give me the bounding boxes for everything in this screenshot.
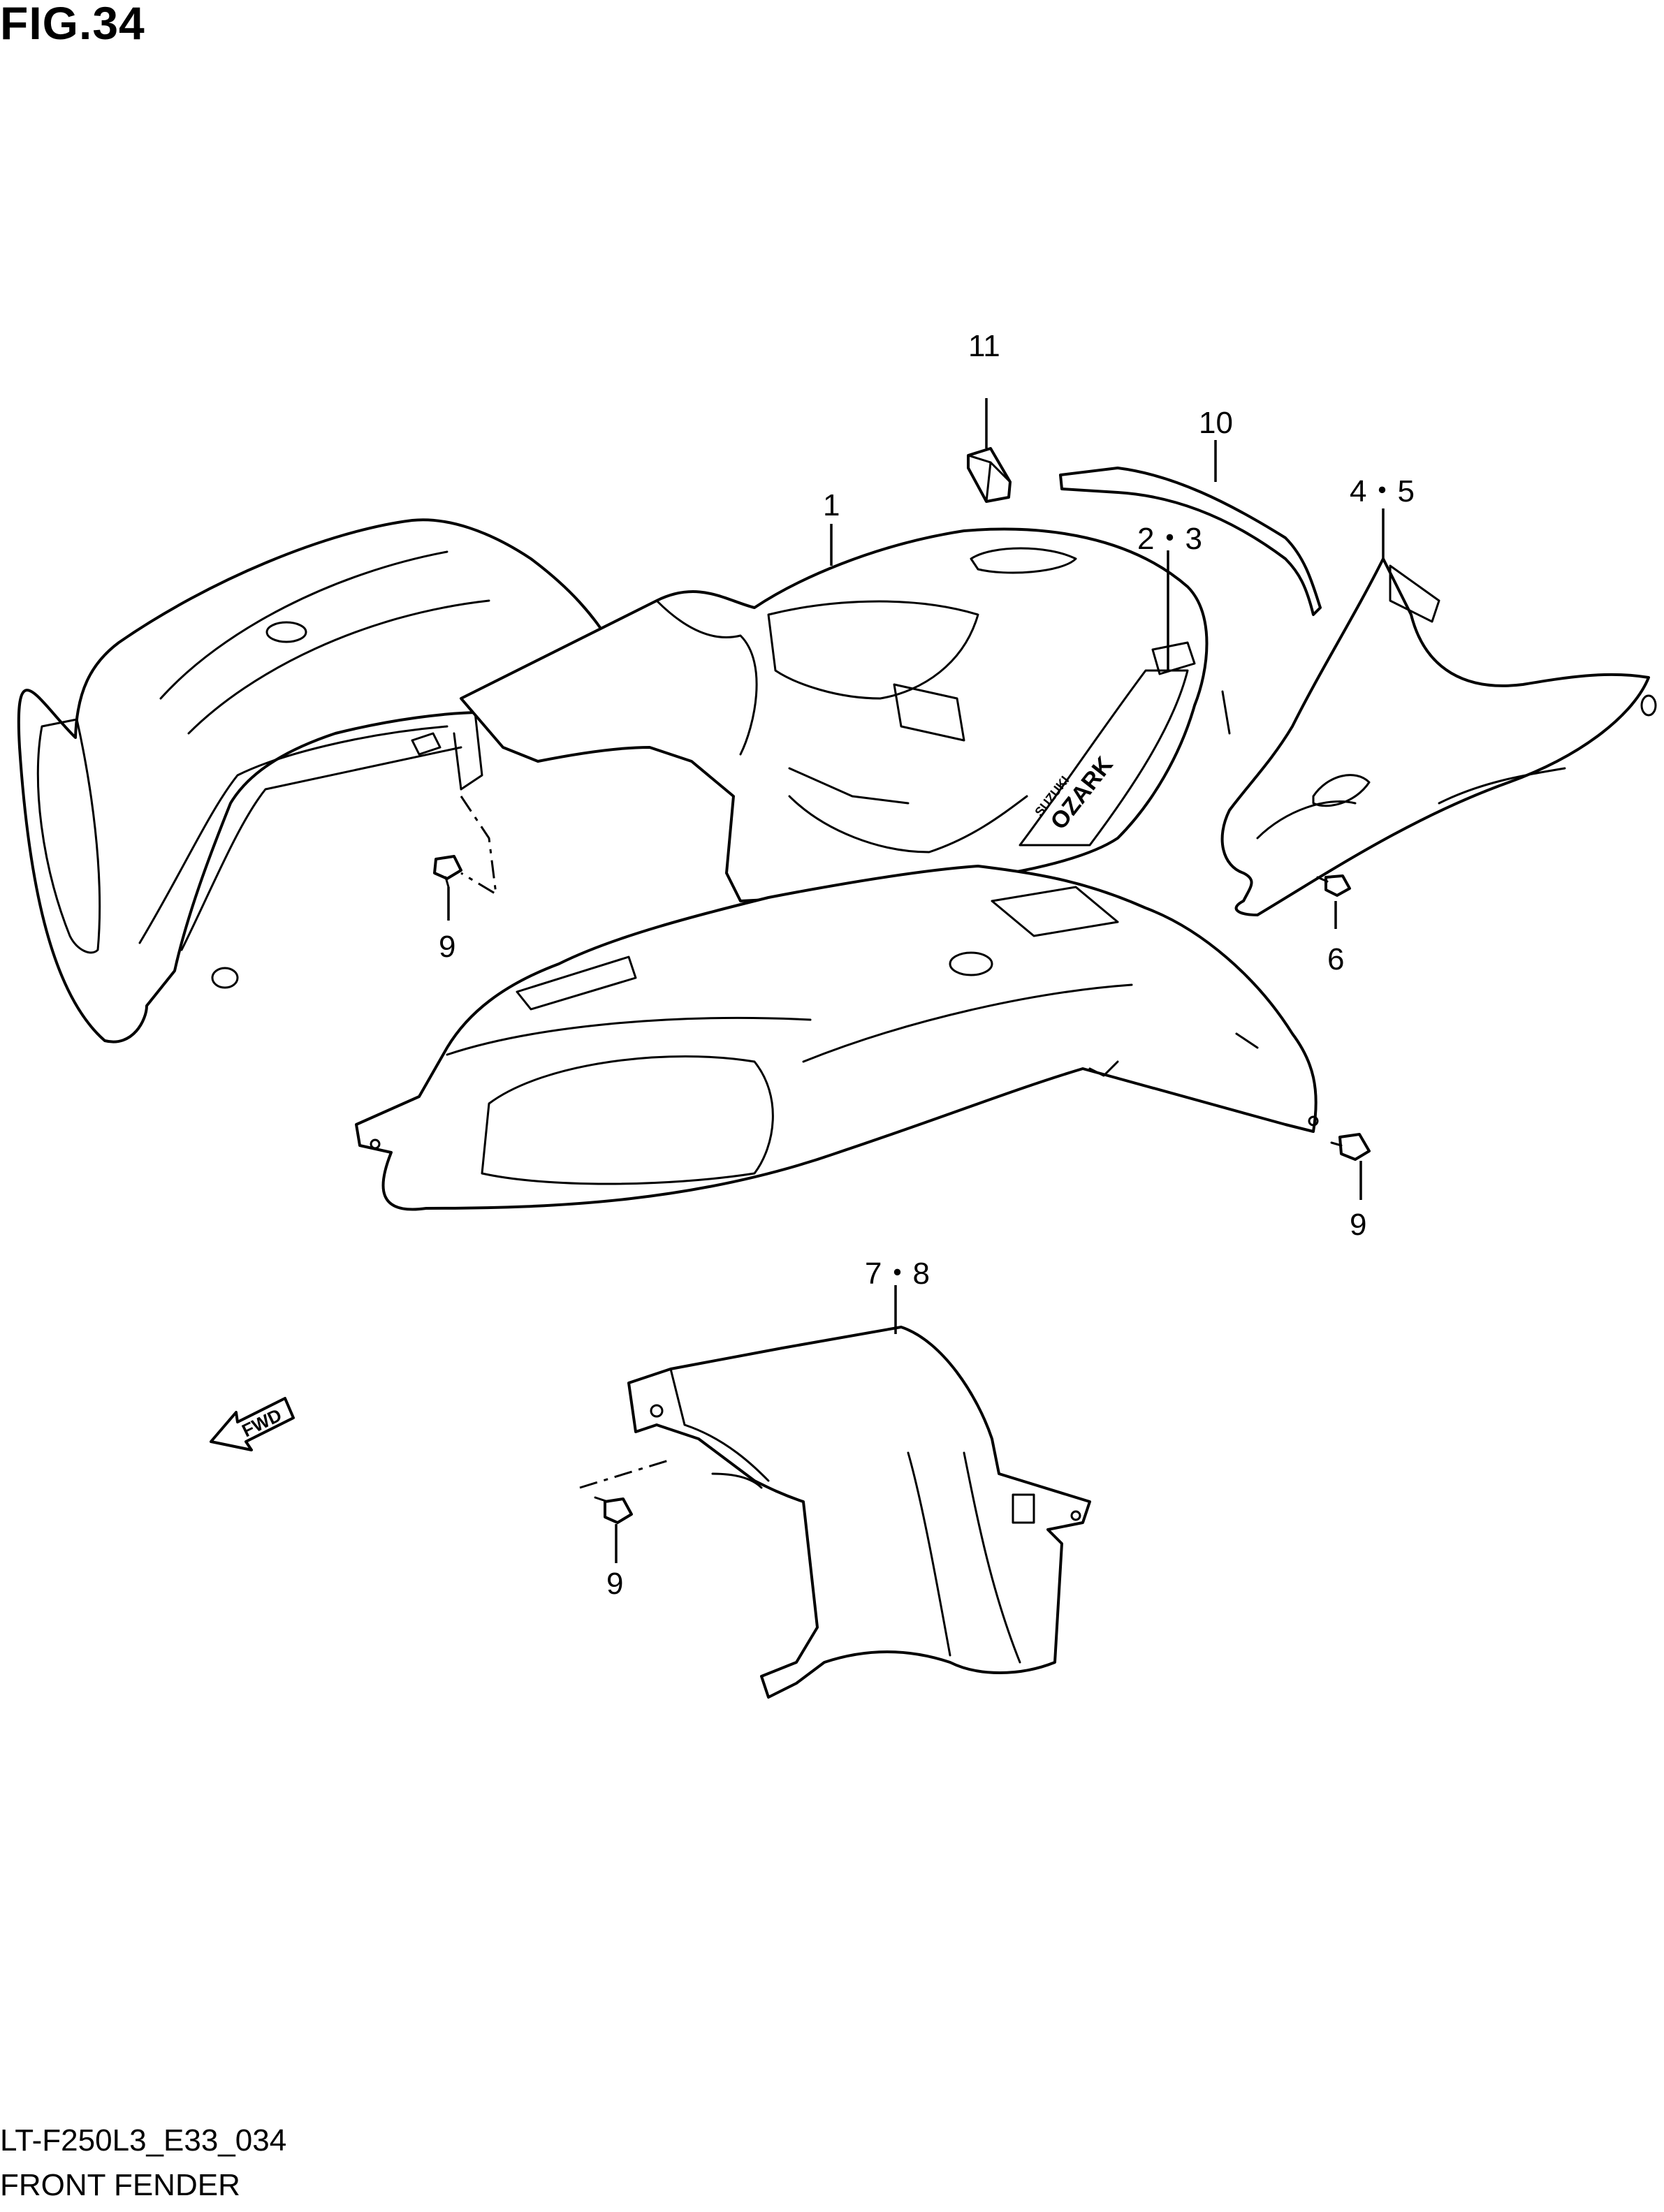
callout-9-right: 9 (1350, 1208, 1366, 1242)
front-fender-lower (355, 865, 1319, 1211)
right-side-panel (1220, 557, 1657, 916)
figure-name: FRONT FENDER (0, 2168, 240, 2202)
fastener-bottom-9 (594, 1496, 633, 1524)
block-part-11 (967, 447, 1012, 503)
forward-arrow-icon: FWD (210, 1397, 295, 1451)
mud-guard-part-7-8 (627, 1326, 1091, 1699)
callout-4-5: 4・5 (1350, 474, 1415, 508)
trim-strip-part-10 (1059, 467, 1322, 616)
figure-title: FIG.34 (0, 0, 145, 49)
mount-line-bottom (579, 1458, 671, 1489)
callout-9-left: 9 (439, 930, 455, 964)
fastener-right-9 (1330, 1133, 1371, 1161)
front-fender-main: SUZUKI OZARK (460, 527, 1231, 902)
callout-11: 11 (968, 329, 1000, 363)
callout-2-3: 2・3 (1137, 522, 1202, 556)
left-fender-panel (17, 518, 630, 1043)
callout-7-8: 7・8 (865, 1257, 930, 1291)
figure-code: LT-F250L3_E33_034 (0, 2123, 287, 2158)
callout-6: 6 (1327, 942, 1344, 976)
mount-line-left (460, 796, 497, 896)
fastener-left-9 (433, 855, 462, 888)
callout-9-bottom: 9 (606, 1567, 623, 1601)
callout-1: 1 (823, 488, 840, 522)
fastener-6 (1316, 874, 1351, 897)
callout-10: 10 (1199, 406, 1233, 440)
